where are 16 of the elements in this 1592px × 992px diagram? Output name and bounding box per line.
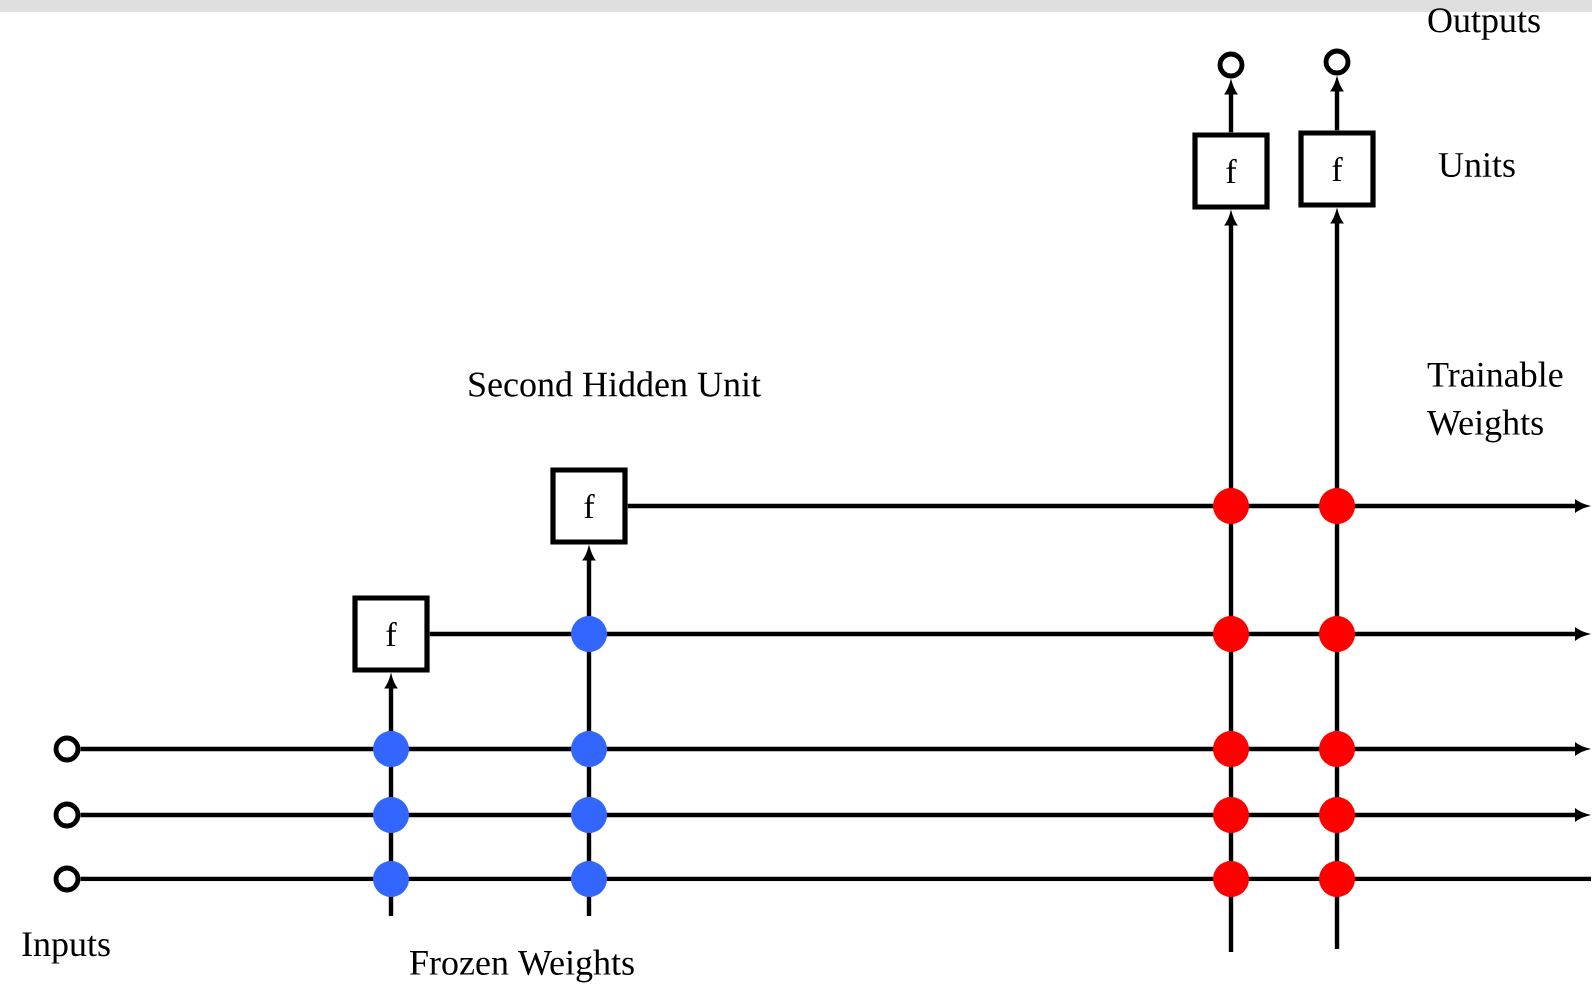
- caption-text: Outputs: [1428, 8, 1540, 40]
- caption-text: Units: [1438, 152, 1515, 178]
- caption-text: Frozen Weights: [410, 949, 634, 983]
- caption-text: Second Hidden Unit: [469, 371, 761, 397]
- terminal-circle: [53, 801, 81, 829]
- unit-box: f: [352, 595, 430, 673]
- unit-box: f: [1192, 132, 1270, 210]
- terminal-circle: [53, 865, 81, 893]
- terminal-circle: [53, 735, 81, 763]
- caption-text: Inputs: [22, 932, 110, 964]
- caption-text: Trainable Weights: [1427, 361, 1563, 443]
- connector-line: [80, 876, 1591, 882]
- terminal-circle: [1217, 51, 1245, 79]
- terminal-circle: [1323, 48, 1351, 76]
- unit-box: f: [1298, 130, 1376, 208]
- unit-box: f: [550, 467, 628, 545]
